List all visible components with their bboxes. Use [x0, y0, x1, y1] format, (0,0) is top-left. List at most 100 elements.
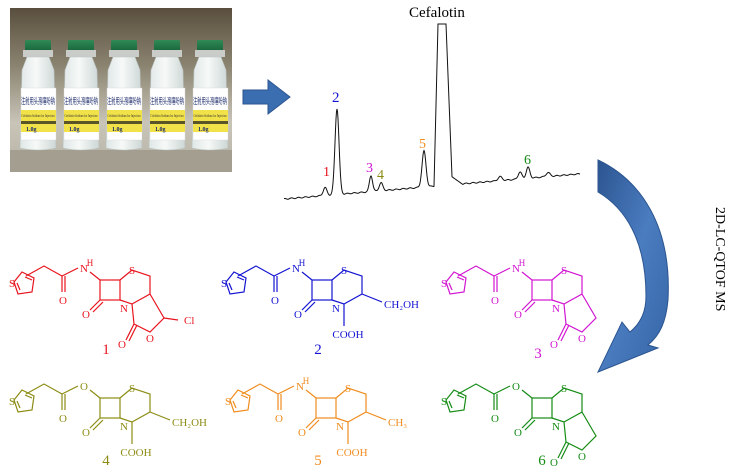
structure-number-5: 5: [314, 453, 322, 469]
amide-h-label: H: [87, 258, 94, 268]
peak-label-2: 2: [332, 90, 340, 106]
thiophene-ring: [13, 271, 35, 295]
bond: [305, 389, 317, 399]
chromatogram-title: Cefalotin: [409, 5, 465, 21]
structure-number-4: 4: [102, 453, 110, 469]
vial-label-text: 注射用头孢噻吩钠: [64, 96, 98, 106]
carbonyl-bond: [89, 299, 101, 311]
lactone-o-label: O: [578, 333, 586, 345]
double-bond: [24, 394, 33, 399]
bond: [521, 271, 533, 281]
thiophene-s-label: S: [441, 396, 447, 408]
double-bond: [448, 282, 453, 291]
bond: [361, 293, 383, 303]
double-bond: [232, 400, 237, 409]
lactam-o-label: O: [514, 427, 522, 439]
vial-crimp: [109, 50, 139, 57]
vial-crimp: [152, 50, 182, 57]
curved-arrow-icon: [596, 159, 669, 373]
vial-label-text: 注射用头孢噻吩钠: [107, 96, 141, 106]
double-bond: [240, 394, 249, 399]
ester-o-label: O: [80, 381, 88, 393]
carbonyl-bond: [521, 417, 533, 429]
vial-label-text: 注射用头孢噻吩钠: [193, 96, 227, 106]
carbonyl-bond: [125, 323, 135, 341]
carbonyl-bond: [560, 324, 570, 342]
vial: 注射用头孢噻吩钠 Cefalotin Sodium for Injection 1.…: [62, 40, 100, 151]
vial-sub-text: Cefalotin Sodium for Injection: [22, 113, 55, 118]
vial-sub-text: Cefalotin Sodium for Injection: [151, 113, 184, 118]
carbonyl-o-label: O: [491, 413, 499, 425]
carbonyl-o-label: O: [59, 295, 67, 307]
double-bond: [236, 276, 245, 281]
vial-dose-text: 1.0g: [69, 127, 80, 133]
side-chain: [457, 265, 495, 277]
carbonyl-o-label: O: [271, 295, 279, 307]
ring-n-label: N: [120, 421, 128, 433]
carbonyl-bond: [524, 301, 536, 313]
peak-label-3: 3: [366, 161, 373, 176]
vial-label-text: 注射用头孢噻吩钠: [21, 96, 55, 106]
bond: [493, 267, 511, 277]
carbonyl-bond: [524, 419, 536, 431]
vial-dose-text: 1.0g: [198, 127, 209, 133]
peak-label-4: 4: [377, 168, 384, 183]
structure-number-6: 6: [538, 453, 546, 469]
beta-lactam-ring: [531, 279, 553, 301]
vial-sub-text: Cefalotin Sodium for Injection: [65, 113, 98, 118]
dihydrothiazine-ring: [331, 269, 363, 305]
ring-n-label: N: [552, 421, 560, 433]
carbonyl-bond: [305, 417, 317, 429]
carbonyl-bond: [557, 441, 567, 459]
chromatogram-trace: [284, 23, 581, 200]
method-label: 2D-LC-QTOF MS: [712, 207, 727, 311]
lactone-ring: [131, 293, 165, 333]
carbonyl-bond: [308, 419, 320, 431]
double-bond: [24, 276, 33, 281]
thiophene-ring: [445, 271, 467, 295]
vial-dose-text: 1.0g: [155, 127, 166, 133]
vial: 注射用头孢噻吩钠 Cefalotin Sodium for Injection 1.…: [105, 40, 143, 151]
vial-cap: [68, 40, 94, 52]
vial-crimp: [66, 50, 96, 57]
thiophene-s-label: S: [441, 278, 447, 290]
vial-label-bar: [64, 121, 99, 124]
side-chain: [241, 383, 279, 395]
vial-crimp: [23, 50, 53, 57]
double-bond: [456, 394, 465, 399]
lactam-o-label: O: [294, 309, 302, 321]
right-arrow-icon: [242, 78, 291, 116]
structure-number-2: 2: [314, 342, 322, 358]
side-chain: [25, 265, 63, 277]
amide-h-label: H: [519, 258, 526, 268]
vial-dose-text: 1.0g: [112, 127, 123, 133]
carbonyl-bond: [89, 417, 101, 429]
bond: [163, 317, 179, 321]
vial-sub-text: Cefalotin Sodium for Injection: [108, 113, 141, 118]
amide-n-label: N: [512, 263, 520, 275]
bond: [365, 411, 387, 421]
substituent-label: CH₃: [388, 417, 407, 429]
double-bond: [228, 282, 233, 291]
ester-o-label: O: [512, 381, 520, 393]
substituent-label: Cl: [184, 315, 194, 327]
carbonyl-bond: [301, 299, 313, 311]
vial-cap: [154, 40, 180, 52]
vial-label-bar: [193, 121, 228, 124]
carbonyl-bond: [557, 323, 567, 341]
bond: [273, 267, 291, 277]
ring-s-label: S: [129, 265, 135, 277]
lactam-o-label: O: [298, 427, 306, 439]
thiophene-ring: [229, 389, 251, 413]
thiophene-s-label: S: [9, 278, 15, 290]
peak-label-6: 6: [524, 153, 531, 168]
beta-lactam-ring: [315, 397, 337, 419]
double-bond: [16, 400, 21, 409]
ring-n-label: N: [552, 303, 560, 315]
structure-number-1: 1: [102, 342, 110, 358]
vial-cap: [197, 40, 223, 52]
